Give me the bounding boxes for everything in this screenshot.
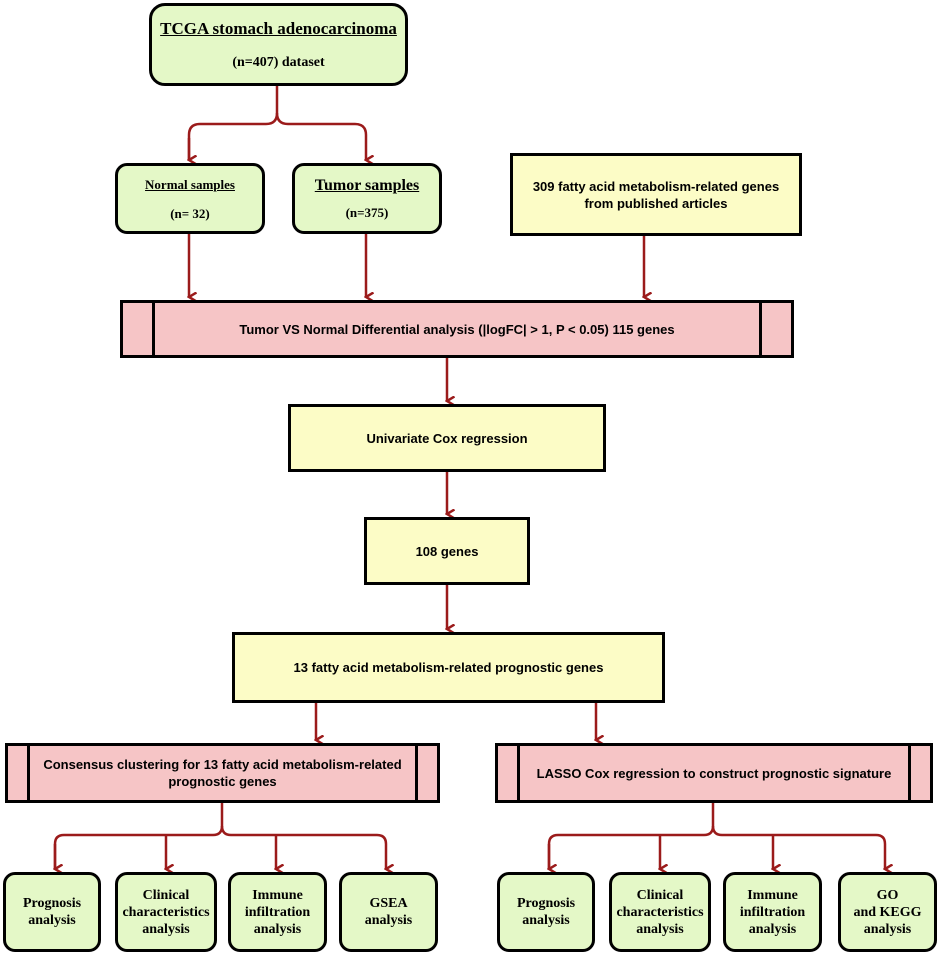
output-line: analysis xyxy=(748,921,797,937)
consensus-clustering-box: Consensus clustering for 13 fatty acid m… xyxy=(5,743,440,803)
output-line: infiltration xyxy=(244,904,311,920)
output-line: Immune xyxy=(252,887,303,903)
tumor-samples-box: Tumor samples (n=375) xyxy=(292,163,442,234)
tcga-dataset-subtitle: (n=407) dataset xyxy=(232,55,325,70)
univariate-cox-label: Univariate Cox regression xyxy=(366,430,528,446)
tcga-dataset-box: TCGA stomach adenocarcinoma (n=407) data… xyxy=(149,3,408,86)
process-right-bar xyxy=(908,746,911,800)
output-line: Prognosis xyxy=(22,896,82,911)
consensus-clustering-line1: Consensus clustering for 13 fatty acid m… xyxy=(43,757,402,772)
published-genes-line1: 309 fatty acid metabolism-related genes xyxy=(532,178,780,194)
output-line: GO xyxy=(876,887,899,903)
normal-samples-count: (n= 32) xyxy=(170,205,210,221)
output-line: characteristics xyxy=(122,904,210,920)
right-output-prognosis: Prognosis analysis xyxy=(497,872,595,952)
split-line xyxy=(53,803,224,869)
genes-108-label: 108 genes xyxy=(415,543,479,559)
right-output-immune: Immune infiltration analysis xyxy=(723,872,822,952)
prognostic-genes-box: 13 fatty acid metabolism-related prognos… xyxy=(232,632,665,703)
output-line: infiltration xyxy=(739,904,806,920)
process-left-bar xyxy=(27,746,30,800)
lasso-cox-label: LASSO Cox regression to construct progno… xyxy=(536,765,892,781)
output-line: analysis xyxy=(522,913,570,928)
output-line: Prognosis xyxy=(516,896,576,911)
split-line xyxy=(187,86,279,160)
tumor-samples-title: Tumor samples xyxy=(314,176,420,194)
genes-108-box: 108 genes xyxy=(364,517,530,585)
univariate-cox-box: Univariate Cox regression xyxy=(288,404,606,472)
differential-analysis-box: Tumor VS Normal Differential analysis (|… xyxy=(120,300,794,358)
output-line: Clinical xyxy=(636,887,684,903)
output-line: analysis xyxy=(364,913,413,928)
output-line: GSEA xyxy=(369,896,408,911)
consensus-clustering-line2: prognostic genes xyxy=(168,774,277,789)
right-output-clinical: Clinical characteristics analysis xyxy=(609,872,711,952)
prognostic-genes-label: 13 fatty acid metabolism-related prognos… xyxy=(293,660,604,675)
split-line xyxy=(547,803,715,869)
arrow-line xyxy=(275,112,366,160)
left-output-gsea: GSEA analysis xyxy=(339,872,438,952)
process-left-bar xyxy=(152,303,155,355)
arrow-line xyxy=(220,825,386,869)
left-output-clinical: Clinical characteristics analysis xyxy=(115,872,217,952)
output-line: Immune xyxy=(747,887,798,903)
normal-samples-box: Normal samples (n= 32) xyxy=(115,163,265,234)
left-output-prognosis: Prognosis analysis xyxy=(3,872,101,952)
published-genes-box: 309 fatty acid metabolism-related genes … xyxy=(510,153,802,236)
output-line: analysis xyxy=(636,921,684,937)
output-line: analysis xyxy=(863,921,912,937)
right-output-go-kegg: GO and KEGG analysis xyxy=(838,872,937,952)
normal-samples-title: Normal samples xyxy=(145,176,235,192)
process-right-bar xyxy=(415,746,418,800)
left-output-immune: Immune infiltration analysis xyxy=(228,872,327,952)
tcga-dataset-title: TCGA stomach adenocarcinoma xyxy=(160,19,397,38)
output-line: analysis xyxy=(142,921,190,937)
output-line: analysis xyxy=(28,913,76,928)
output-line: characteristics xyxy=(616,904,704,920)
published-genes-line2: from published articles xyxy=(584,195,728,211)
process-left-bar xyxy=(517,746,520,800)
output-line: analysis xyxy=(253,921,302,937)
lasso-cox-box: LASSO Cox regression to construct progno… xyxy=(495,743,933,803)
output-line: Clinical xyxy=(142,887,190,903)
differential-analysis-label: Tumor VS Normal Differential analysis (|… xyxy=(239,321,675,337)
output-line: and KEGG xyxy=(853,904,922,920)
process-right-bar xyxy=(759,303,762,355)
arrow-line xyxy=(711,825,885,869)
tumor-samples-count: (n=375) xyxy=(345,204,389,220)
